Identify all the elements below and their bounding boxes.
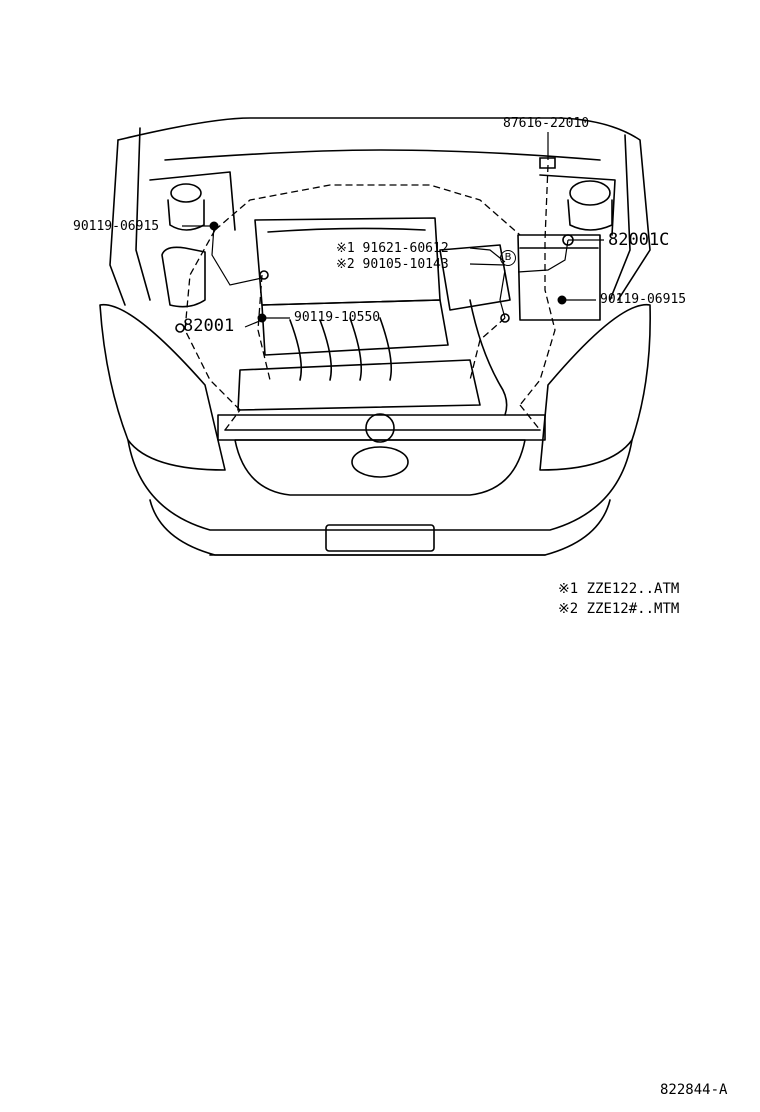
brake-reservoir — [167, 199, 205, 231]
bolt-left — [209, 221, 219, 231]
cylinder-head — [261, 299, 449, 356]
bolt-b — [500, 313, 510, 323]
radiator-support — [217, 414, 546, 441]
diagram-code: 822844-A — [660, 1082, 728, 1098]
part-label-91621-60612: ※1 91621-60612 — [336, 241, 449, 256]
right-headlight — [539, 303, 651, 471]
ground-wire-left — [184, 229, 241, 411]
hood-outline — [117, 117, 651, 301]
engine-cover-inner — [267, 227, 426, 233]
wire-harness-right — [499, 239, 569, 319]
intake-runners — [289, 317, 393, 381]
hood-left-edge — [109, 139, 126, 306]
bolt-right — [557, 295, 567, 305]
leader-90105 — [469, 263, 506, 266]
cowl — [164, 149, 601, 161]
note-2: ※2 ZZE12#..MTM — [558, 601, 680, 617]
engine-block — [237, 359, 481, 411]
grille — [234, 439, 526, 496]
ground-wire-center — [257, 274, 271, 381]
part-label-90119-06915-left: 90119-06915 — [73, 219, 160, 234]
lower-bumper — [149, 499, 611, 556]
ground-wire-right-lower — [469, 317, 506, 381]
note-1: ※1 ZZE122..ATM — [558, 581, 680, 597]
wire-harness-left — [211, 225, 263, 286]
coolant-reservoir-cap — [569, 180, 611, 206]
part-label-90105-10143: ※2 90105-10143 — [336, 257, 449, 272]
brake-reservoir-cap — [170, 183, 202, 203]
license-plate — [325, 524, 435, 552]
bolt-82001 — [175, 323, 185, 333]
emblem — [351, 446, 409, 478]
bolt-cover — [259, 270, 269, 280]
battery — [517, 234, 601, 321]
ground-wire-right — [519, 164, 556, 406]
right-strut — [539, 174, 616, 236]
left-headlight — [99, 303, 226, 471]
part-label-82001c: 82001C — [608, 230, 670, 250]
marker-b: B — [500, 250, 516, 266]
part-label-82001: 82001 — [183, 316, 235, 336]
ground-wire-front — [224, 404, 541, 431]
ground-wire-upper — [214, 184, 521, 236]
radiator-hose — [469, 299, 508, 416]
air-intake — [439, 244, 511, 311]
bolt-center — [257, 313, 267, 323]
left-strut — [149, 171, 236, 231]
ground-clip-87616 — [539, 157, 556, 169]
right-fender — [609, 134, 631, 301]
part-label-90119-10550: 90119-10550 — [294, 310, 381, 325]
horn — [365, 413, 395, 443]
left-fender — [135, 127, 151, 301]
front-bumper — [127, 439, 633, 531]
part-label-90119-06915-right: 90119-06915 — [600, 292, 687, 307]
washer-tank — [161, 246, 206, 308]
bolt-82001c — [562, 234, 574, 246]
part-label-87616-22010: 87616-22010 — [503, 116, 590, 131]
